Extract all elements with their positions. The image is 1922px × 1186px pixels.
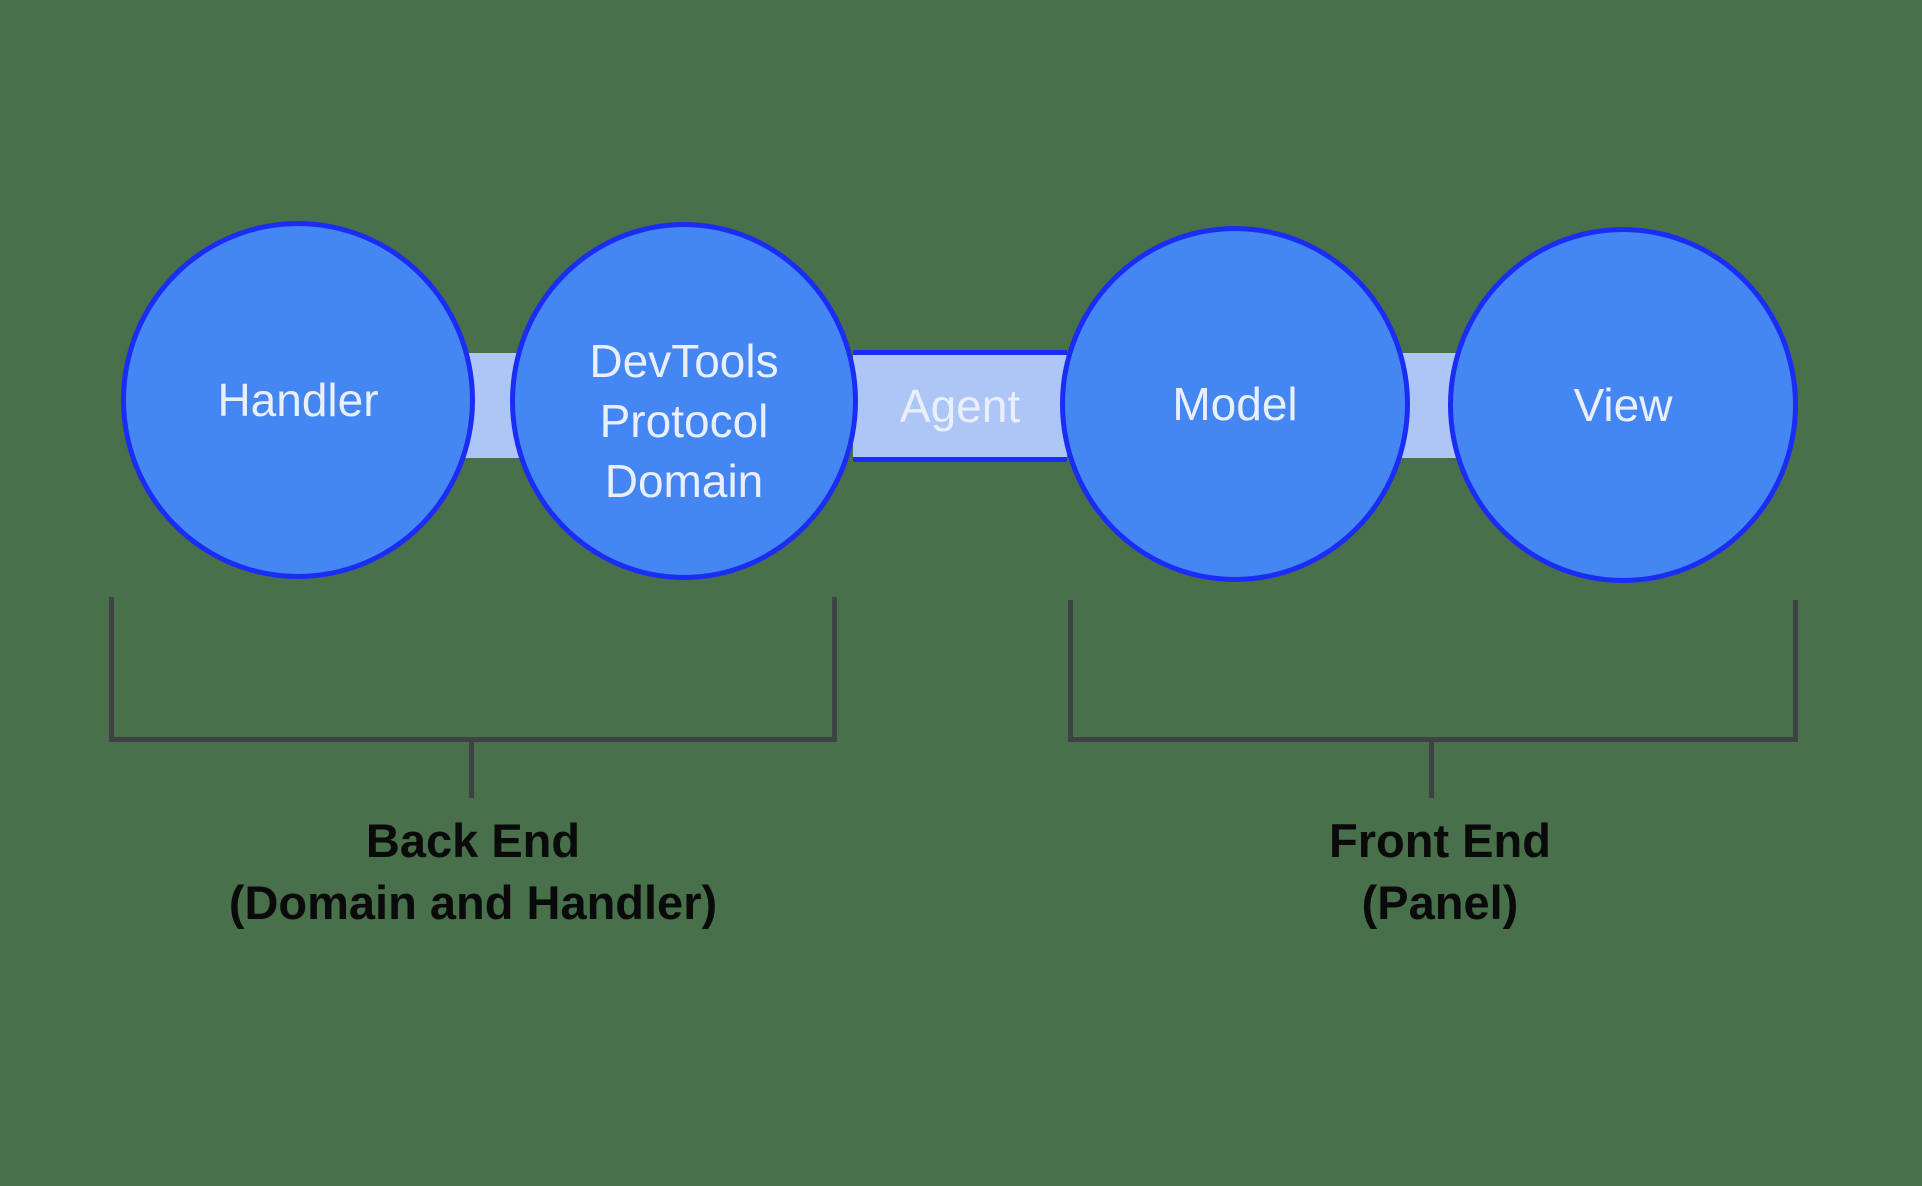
front-end-bracket-left-tick (1068, 600, 1073, 742)
back-end-group-label-line2: (Domain and Handler) (228, 876, 718, 929)
node-view: View (1448, 227, 1798, 583)
back-end-group-label: Back End (Domain and Handler) (123, 810, 823, 934)
front-end-bracket-horizontal-line (1068, 737, 1798, 742)
back-end-group-label-line1: Back End (365, 814, 581, 867)
front-end-group-label-line1: Front End (1329, 814, 1551, 867)
back-end-bracket-right-tick (832, 597, 837, 742)
node-view-label: View (1573, 379, 1673, 431)
front-end-group-label: Front End (Panel) (1090, 810, 1790, 934)
node-handler: Handler (121, 221, 475, 579)
node-model-label: Model (1172, 378, 1298, 430)
front-end-group-label-line2: (Panel) (1361, 876, 1519, 929)
node-devtools-protocol-domain-label: DevTools Protocol Domain (589, 335, 779, 507)
agent-label: Agent (899, 380, 1021, 432)
node-handler-label: Handler (217, 374, 379, 426)
node-model: Model (1060, 226, 1410, 582)
back-end-bracket-left-tick (109, 597, 114, 742)
front-end-bracket-stem (1429, 742, 1434, 798)
front-end-bracket-right-tick (1793, 600, 1798, 742)
back-end-bracket-stem (469, 742, 474, 798)
node-devtools-protocol-domain: DevTools Protocol Domain (510, 222, 858, 580)
back-end-bracket-horizontal-line (109, 737, 837, 742)
connector-agent: Agent (853, 350, 1067, 462)
